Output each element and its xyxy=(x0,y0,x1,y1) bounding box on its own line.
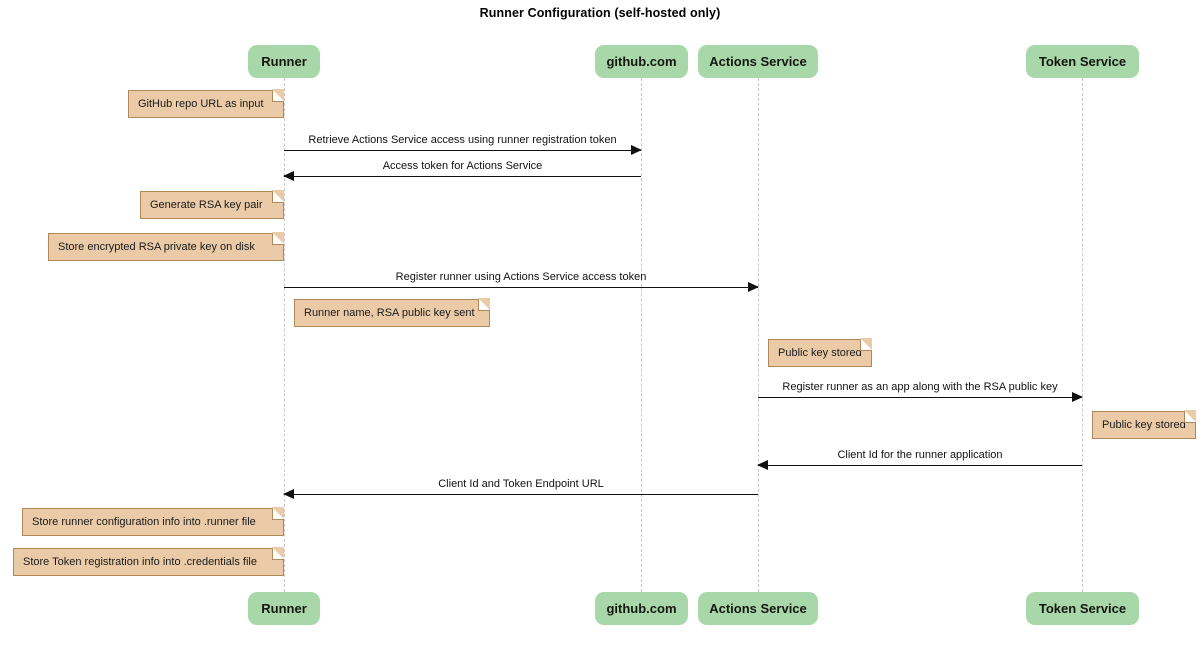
lifeline-runner xyxy=(284,78,285,592)
note-text: Public key stored xyxy=(778,347,862,359)
arrowhead-left-icon xyxy=(283,489,294,499)
note-store-encrypted-rsa-private-key: Store encrypted RSA private key on disk xyxy=(48,232,284,261)
note-public-key-stored-actions: Public key stored xyxy=(768,338,872,367)
arrowhead-right-icon xyxy=(748,282,759,292)
participant-token-bottom[interactable]: Token Service xyxy=(1026,592,1139,625)
message-label: Register runner as an app along with the… xyxy=(782,381,1058,393)
arrowhead-right-icon xyxy=(631,145,642,155)
participant-actions-bottom[interactable]: Actions Service xyxy=(698,592,818,625)
note-public-key-stored-token: Public key stored xyxy=(1092,410,1196,439)
msg-client-id-and-token-endpoint-url: Client Id and Token Endpoint URL xyxy=(283,478,758,499)
arrowhead-left-icon xyxy=(283,171,294,181)
note-fold-corner-icon xyxy=(860,338,872,351)
note-fold-corner-icon xyxy=(272,232,284,245)
note-fold-corner-icon xyxy=(272,89,284,102)
participant-label: Token Service xyxy=(1038,54,1127,69)
lifeline-github xyxy=(641,78,642,592)
msg-register-runner-using-access-token: Register runner using Actions Service ac… xyxy=(284,271,759,292)
note-fold-corner-icon xyxy=(478,298,490,311)
message-label: Register runner using Actions Service ac… xyxy=(395,271,647,283)
participant-github-top[interactable]: github.com xyxy=(595,45,688,78)
note-runner-name-rsa-public-key: Runner name, RSA public key sent xyxy=(294,298,490,327)
note-text: Runner name, RSA public key sent xyxy=(304,307,475,319)
message-label: Retrieve Actions Service access using ru… xyxy=(308,134,617,146)
message-line xyxy=(758,397,1082,398)
arrowhead-left-icon xyxy=(757,460,768,470)
participant-label: github.com xyxy=(606,601,677,616)
msg-retrieve-actions-service-access: Retrieve Actions Service access using ru… xyxy=(284,134,642,155)
message-label: Client Id and Token Endpoint URL xyxy=(438,478,604,490)
note-github-repo-url: GitHub repo URL as input xyxy=(128,89,284,118)
note-text: Store Token registration info into .cred… xyxy=(23,556,257,568)
participant-actions-top[interactable]: Actions Service xyxy=(698,45,818,78)
note-text: GitHub repo URL as input xyxy=(138,98,264,110)
participant-label: github.com xyxy=(606,54,677,69)
note-text: Generate RSA key pair xyxy=(150,199,263,211)
note-text: Store runner configuration info into .ru… xyxy=(32,516,256,528)
msg-client-id-for-runner-application: Client Id for the runner application xyxy=(757,449,1082,470)
participant-label: Runner xyxy=(261,601,307,616)
arrowhead-right-icon xyxy=(1072,392,1083,402)
message-line xyxy=(284,287,758,288)
note-fold-corner-icon xyxy=(272,507,284,520)
note-text: Public key stored xyxy=(1102,419,1186,431)
note-generate-rsa-key-pair: Generate RSA key pair xyxy=(140,190,284,219)
note-store-token-registration: Store Token registration info into .cred… xyxy=(13,547,284,576)
note-fold-corner-icon xyxy=(272,547,284,560)
participant-label: Token Service xyxy=(1038,601,1127,616)
note-store-runner-configuration: Store runner configuration info into .ru… xyxy=(22,507,284,536)
note-fold-corner-icon xyxy=(272,190,284,203)
note-fold-corner-icon xyxy=(1184,410,1196,423)
message-line xyxy=(284,494,758,495)
page-title: Runner Configuration (self-hosted only) xyxy=(479,6,721,20)
lifeline-actions xyxy=(758,78,759,592)
participant-runner-bottom[interactable]: Runner xyxy=(248,592,320,625)
participant-label: Actions Service xyxy=(709,54,807,69)
message-label: Client Id for the runner application xyxy=(837,449,1003,461)
lifeline-token xyxy=(1082,78,1083,592)
note-text: Store encrypted RSA private key on disk xyxy=(58,241,255,253)
participant-label: Actions Service xyxy=(709,601,807,616)
participant-runner-top[interactable]: Runner xyxy=(248,45,320,78)
participant-github-bottom[interactable]: github.com xyxy=(595,592,688,625)
participant-label: Runner xyxy=(261,54,307,69)
message-line xyxy=(284,176,641,177)
participant-token-top[interactable]: Token Service xyxy=(1026,45,1139,78)
message-label: Access token for Actions Service xyxy=(382,160,543,172)
message-line xyxy=(284,150,641,151)
msg-access-token-for-actions-service: Access token for Actions Service xyxy=(283,160,641,181)
msg-register-runner-as-app: Register runner as an app along with the… xyxy=(758,381,1083,402)
message-line xyxy=(758,465,1082,466)
